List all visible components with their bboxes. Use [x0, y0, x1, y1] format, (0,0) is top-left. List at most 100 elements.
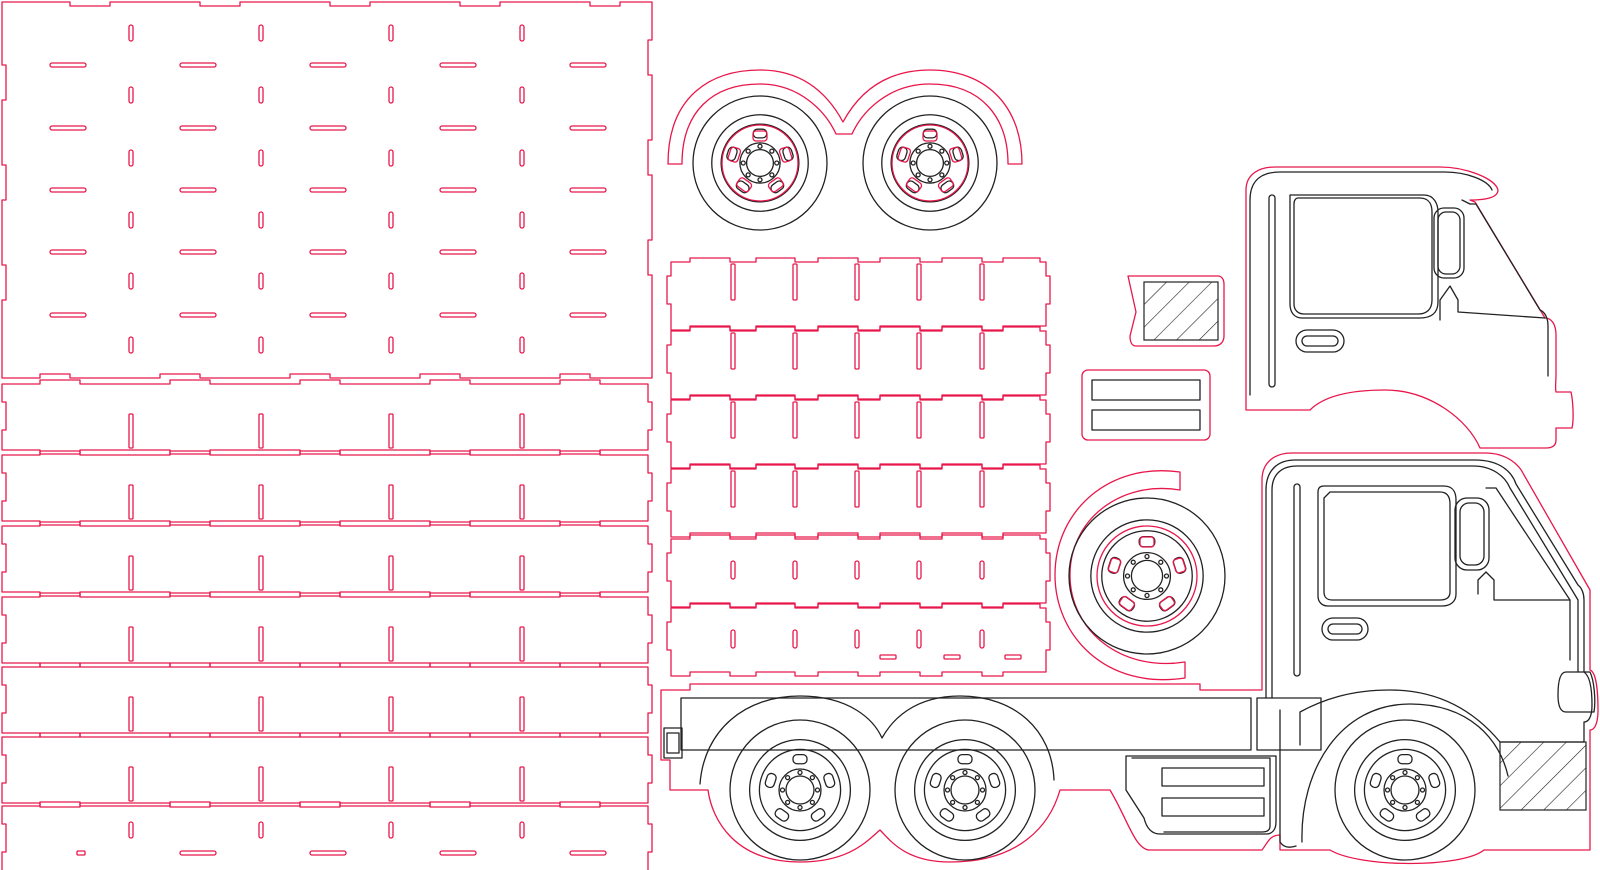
wheel-inner-cut [891, 124, 969, 202]
strip-slot [128, 484, 134, 520]
base-slot-horizontal [49, 187, 87, 193]
strip-slot [128, 821, 134, 839]
middle-strip-slot [916, 629, 922, 649]
middle-strip-slot [916, 263, 922, 301]
wheel-lug-nut [974, 799, 981, 806]
wheel-lug-nut [1389, 774, 1396, 781]
middle-strip-slot [979, 560, 985, 580]
base-slot-horizontal [309, 187, 347, 193]
base-slot-vertical [258, 86, 264, 104]
base-slot-horizontal [179, 312, 217, 318]
middle-strip-slot [792, 470, 798, 508]
strip-slot [258, 555, 264, 591]
middle-strip-outline [666, 534, 1051, 608]
middle-strip-slot [979, 263, 985, 301]
wheel-spoke-hole [975, 808, 991, 822]
wheel-hub-cap [1390, 775, 1420, 805]
wheel-lug-nut [1158, 559, 1164, 565]
middle-strip-slot [979, 332, 985, 370]
base-slot-vertical [258, 272, 264, 290]
base-slot-horizontal [309, 312, 347, 318]
middle-strip-slot [792, 629, 798, 649]
middle-strip-slot [916, 470, 922, 508]
wheel-lug-nut [769, 148, 775, 154]
base-slot-vertical [258, 24, 264, 42]
wheel-window-cut [752, 130, 768, 142]
strip-slot [128, 626, 134, 662]
base-slot-horizontal [569, 249, 607, 255]
chassis-headlight [1557, 671, 1596, 713]
spare-wheel-outline [1054, 470, 1186, 681]
base-slot-horizontal [569, 125, 607, 131]
step-slot-upper [1091, 379, 1201, 401]
wheel-hub [1122, 551, 1172, 601]
middle-strip-slot-small [943, 654, 961, 660]
wheel [1068, 497, 1226, 655]
wheel-lug-nut [949, 774, 956, 781]
wheel-tire [729, 719, 871, 861]
left-strip-outline [1, 801, 653, 870]
wheel-lug-nut [1144, 592, 1150, 599]
strip-slot [388, 766, 394, 802]
wheel-lug-nut [809, 799, 816, 806]
wheel-hub [909, 142, 951, 184]
base-slot-horizontal [179, 125, 217, 131]
left-strip-outline [1, 450, 653, 526]
wheel-rim [1090, 519, 1204, 633]
middle-strip-outline [666, 257, 1051, 331]
wheel-spoke-hole [1138, 535, 1156, 548]
wheel-spoke-hole [1415, 808, 1431, 822]
cab-panel [1245, 166, 1574, 449]
base-slot-vertical [128, 86, 134, 104]
wheel-spoke-hole [1428, 772, 1441, 789]
middle-strip-slot [854, 470, 860, 508]
base-slot-vertical [519, 211, 525, 229]
base-slot-horizontal [309, 62, 347, 68]
wheel-hub [1383, 768, 1427, 812]
base-slot-vertical [258, 211, 264, 229]
strip-slot [519, 696, 525, 732]
cab-panel-outline [1245, 166, 1574, 449]
wheel-rim-inner [758, 748, 842, 832]
base-slot-horizontal [439, 187, 477, 193]
base-slot-vertical [258, 336, 264, 354]
chassis-cab-handle [1321, 617, 1369, 641]
wheel-lug-nut [809, 774, 816, 781]
base-slot-vertical [388, 211, 394, 229]
wheel-lug-nut [745, 172, 751, 178]
wheel-lug-nut [979, 787, 986, 793]
wheel [862, 95, 998, 231]
chassis-rail [680, 697, 1252, 751]
wheel-window-cut [1118, 595, 1136, 612]
cab-panel-engrave-edge [1249, 171, 1493, 396]
wheel-hub [943, 768, 987, 812]
strip-slot [258, 626, 264, 662]
strip-slot-horizontal [309, 850, 347, 856]
wheel-lug-nut [910, 160, 916, 166]
wheel-lug-nut [944, 160, 950, 166]
wheel-lug-nut [797, 804, 803, 811]
chassis-bumper-hatch [1499, 741, 1587, 811]
grille-hatch [1143, 281, 1219, 341]
wheel-window-cut [778, 146, 793, 163]
wheel-spoke-hole [1369, 772, 1382, 789]
cab-panel-grab-bar [1268, 194, 1276, 388]
wheel-lug-nut [1384, 787, 1391, 793]
chassis-battery-box [1125, 755, 1277, 835]
wheel-lug-nut [757, 177, 763, 183]
base-slot-horizontal [179, 62, 217, 68]
base-slot-horizontal [569, 62, 607, 68]
cab-panel-handle [1295, 329, 1345, 353]
chassis-cab-door-front [1485, 487, 1571, 661]
base-slot-vertical [128, 149, 134, 167]
chassis-step-lower [1161, 797, 1265, 817]
strip-slot [128, 696, 134, 732]
wheel-lug-nut [927, 143, 933, 149]
wheel-spoke-hole [792, 754, 808, 765]
chassis-cab-window-inner [1323, 491, 1451, 601]
wheel-spoke-hole [957, 754, 973, 765]
base-slot-horizontal [49, 312, 87, 318]
chassis-rail-end [1256, 697, 1322, 751]
wheel-window-cut [736, 177, 753, 193]
wheel-lug-nut [784, 774, 791, 781]
